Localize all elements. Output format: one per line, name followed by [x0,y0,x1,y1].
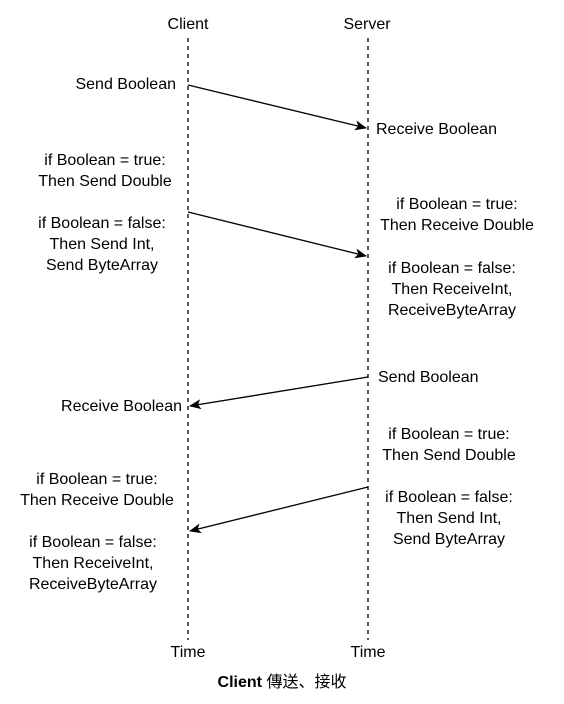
server-if-false-label: if Boolean = false: Then ReceiveInt, Rec… [362,258,542,321]
server-send-if-true-line-1: if Boolean = true: [388,426,510,443]
server-receive-boolean-label: Receive Boolean [376,121,497,138]
client-if-false-line-3: Send ByteArray [45,257,159,274]
client-send-boolean-label: Send Boolean [75,76,176,93]
client-recv-if-true-line-2: Then Receive Double [20,492,174,509]
arrow-send-boolean-to-client [189,376,369,410]
client-if-false-label: if Boolean = false: Then Send Int, Send … [4,213,200,276]
client-time-label: Time [170,644,206,661]
client-recv-if-false-line-1: if Boolean = false: [29,534,157,551]
caption-bold: Client [217,674,262,691]
server-send-if-false-line-3: Send ByteArray [392,531,506,548]
server-if-true-line-2: Then Receive Double [380,217,534,234]
server-if-false-line-3: ReceiveByteArray [387,302,517,319]
server-send-if-false-label: if Boolean = false: Then Send Int, Send … [362,487,536,550]
client-recv-if-true-label: if Boolean = true: Then Receive Double [2,469,192,511]
diagram-caption: Client 傳送、接收 [132,672,432,693]
server-send-if-false-line-2: Then Send Int, [396,510,502,527]
client-if-false-line-2: Then Send Int, [49,236,155,253]
arrow-send-data-to-client [189,486,369,534]
client-recv-if-false-line-3: ReceiveByteArray [28,576,158,593]
server-if-false-line-2: Then ReceiveInt, [391,281,513,298]
client-recv-if-true-line-1: if Boolean = true: [36,471,158,488]
server-send-if-true-line-2: Then Send Double [382,447,516,464]
server-send-if-true-label: if Boolean = true: Then Send Double [358,424,540,466]
client-recv-if-false-label: if Boolean = false: Then ReceiveInt, Rec… [0,532,186,595]
server-if-true-line-1: if Boolean = true: [396,196,518,213]
server-time-label: Time [350,644,386,661]
client-if-true-line-2: Then Send Double [38,173,172,190]
client-if-true-label: if Boolean = true: Then Send Double [10,150,200,192]
server-if-true-label: if Boolean = true: Then Receive Double [362,194,552,236]
server-if-false-line-1: if Boolean = false: [388,260,516,277]
server-send-boolean-label: Send Boolean [378,369,479,386]
caption-rest: 傳送、接收 [262,674,347,691]
arrow-send-data-to-server [187,211,367,259]
client-if-true-line-1: if Boolean = true: [44,152,166,169]
arrow-send-boolean-to-server [187,84,367,131]
server-send-if-false-line-1: if Boolean = false: [385,489,513,506]
client-if-false-line-1: if Boolean = false: [38,215,166,232]
client-recv-if-false-line-2: Then ReceiveInt, [32,555,154,572]
client-header: Client [167,16,209,33]
client-receive-boolean-label: Receive Boolean [61,398,182,415]
server-header: Server [343,16,391,33]
